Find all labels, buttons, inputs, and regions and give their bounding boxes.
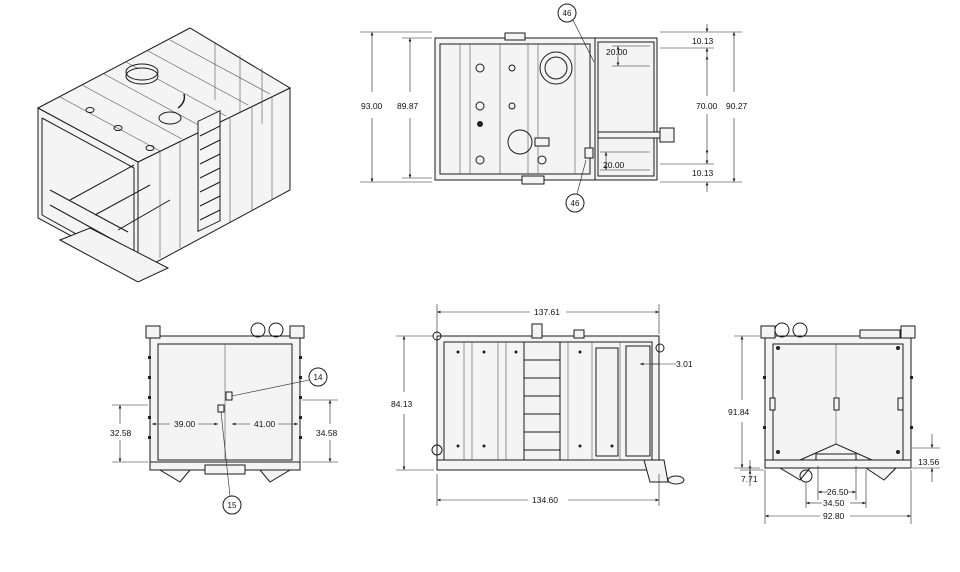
dim-side-top-length: 137.61	[534, 307, 560, 317]
front-view-dimensions: 32.58 39.00 41.00 34.58 14 15	[110, 367, 338, 515]
dim-end-base-left: 7.71	[741, 474, 758, 484]
dim-front-right-span: 41.00	[254, 419, 276, 429]
dim-end-height: 91.84	[728, 407, 750, 417]
dim-end-base-right: 13.56	[918, 457, 940, 467]
end-view-dimensions: 91.84 13.56 7.71 26.50 34.50 92.80	[728, 335, 940, 524]
dim-top-width-outer: 93.00	[361, 101, 383, 111]
dim-top-notch-lower: 20.00	[603, 160, 625, 170]
balloon-top-upper: 46	[563, 9, 572, 18]
dim-top-offset-upper: 10.13	[692, 36, 714, 46]
dim-side-offset: 3.01	[676, 359, 693, 369]
isometric-view	[36, 27, 292, 283]
end-view	[760, 322, 916, 483]
dim-top-notch-upper: 20.00	[606, 47, 628, 57]
dim-end-span-inner: 26.50	[827, 487, 849, 497]
dim-side-height: 84.13	[391, 399, 413, 409]
dim-top-center-span: 70.00	[696, 101, 718, 111]
balloon-front-upper: 14	[314, 373, 323, 382]
dim-top-width-inner: 89.87	[397, 101, 419, 111]
front-view	[145, 322, 305, 483]
balloon-top-lower: 46	[571, 199, 580, 208]
side-view	[431, 323, 685, 485]
side-view-dimensions: 137.61 134.60 84.13 3.01	[391, 304, 693, 506]
dim-top-offset-lower: 10.13	[692, 168, 714, 178]
dim-front-left-span: 39.00	[174, 419, 196, 429]
top-view	[434, 32, 675, 185]
dim-top-overall-right: 90.27	[726, 101, 748, 111]
dim-front-height-right: 34.58	[316, 428, 338, 438]
dim-side-bottom-length: 134.60	[532, 495, 558, 505]
dim-end-span-outer: 92.80	[823, 511, 845, 521]
dim-front-height-left: 32.58	[110, 428, 132, 438]
top-view-dimensions: 93.00 89.87 90.27 10.13 10.13 70.00 20.0…	[360, 3, 748, 213]
balloon-front-lower: 15	[228, 501, 237, 510]
dim-end-span-mid: 34.50	[823, 498, 845, 508]
